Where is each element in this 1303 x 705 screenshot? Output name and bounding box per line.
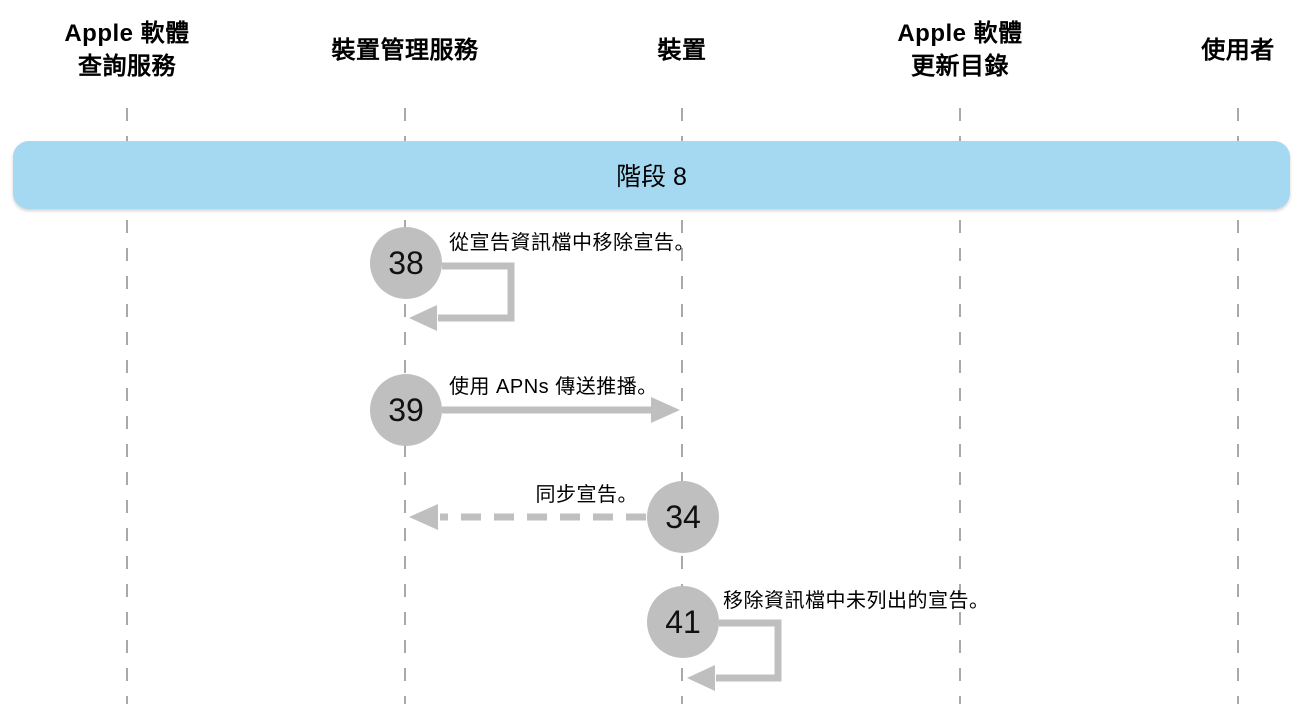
phase-banner: 階段 8	[13, 141, 1290, 209]
step-39-solid-arrow-icon	[442, 397, 680, 423]
step-34-badge: 34	[647, 481, 719, 553]
step-38-loop-line	[438, 262, 515, 322]
step-39-arrowhead-icon	[651, 397, 680, 423]
actor-label-apple-software-update-catalog: Apple 軟體 更新目錄	[897, 20, 1023, 80]
actor-label-apple-software-lookup-service: Apple 軟體 查詢服務	[64, 20, 190, 80]
lifeline-user	[1237, 108, 1239, 704]
step-41-loop-line	[716, 619, 782, 682]
actor-label-device-management-service: 裝置管理服務	[331, 36, 479, 64]
lifeline-apple-software-lookup-service	[126, 108, 128, 704]
step-41-badge: 41	[647, 586, 719, 658]
phase-banner-label: 階段 8	[616, 163, 687, 191]
step-39-label: 使用 APNs 傳送推播。	[449, 376, 658, 398]
actor-label-device: 裝置	[657, 36, 707, 64]
step-41-arrowhead-icon	[687, 665, 715, 691]
lifeline-apple-software-update-catalog	[959, 108, 961, 704]
step-38-arrowhead-icon	[409, 305, 437, 331]
step-38-badge: 38	[370, 227, 442, 299]
step-34-label: 同步宣告。	[535, 484, 638, 506]
step-39-badge: 39	[370, 374, 442, 446]
step-38-label: 從宣告資訊檔中移除宣告。	[449, 232, 695, 254]
step-41-label: 移除資訊檔中未列出的宣告。	[723, 590, 990, 612]
step-34-dashed-arrow-icon	[409, 504, 646, 530]
actor-label-user: 使用者	[1201, 36, 1275, 64]
lifeline-device	[681, 108, 683, 704]
step-34-arrowhead-icon	[409, 504, 438, 530]
